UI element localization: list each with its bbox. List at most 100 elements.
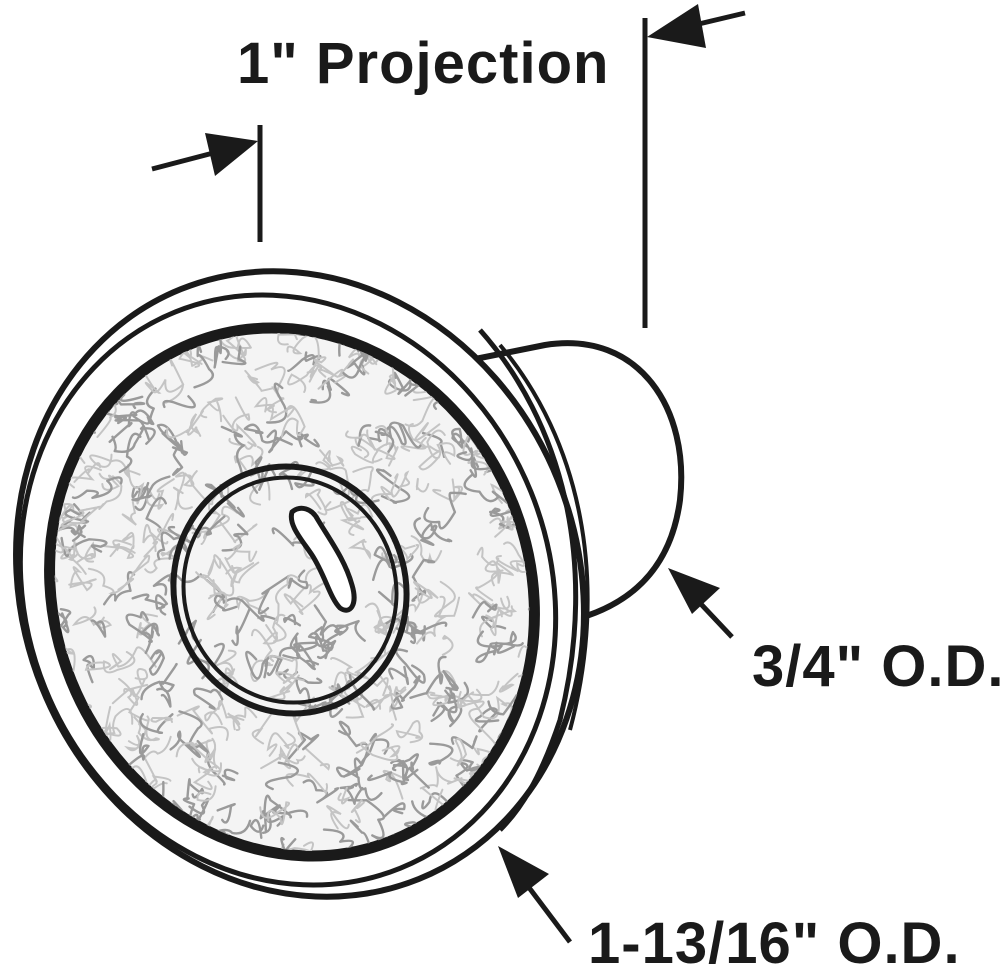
felt-fiber	[382, 769, 404, 800]
felt-fiber	[89, 453, 141, 480]
felt-fiber	[353, 732, 390, 777]
felt-fiber	[63, 842, 105, 872]
cap-face	[17, 292, 559, 888]
felt-fiber	[250, 659, 271, 682]
felt-fiber	[479, 603, 513, 638]
felt-fiber	[523, 286, 560, 317]
center-slot	[288, 505, 357, 613]
felt-fiber	[68, 566, 97, 592]
felt-fiber	[390, 470, 411, 498]
felt-fiber	[450, 735, 478, 750]
felt-fiber	[347, 538, 372, 560]
felt-fiber	[227, 712, 245, 731]
felt-fiber	[467, 592, 511, 610]
felt-fiber	[200, 505, 239, 545]
felt-fiber	[268, 654, 298, 684]
felt-fiber	[96, 400, 117, 438]
felt-fiber	[9, 798, 45, 835]
felt-fiber	[211, 597, 279, 622]
felt-fiber	[418, 429, 446, 471]
felt-fiber	[243, 423, 293, 446]
felt-fiber	[339, 782, 364, 805]
felt-fiber	[371, 425, 396, 463]
felt-fiber	[263, 794, 293, 819]
felt-fiber	[169, 730, 202, 759]
felt-fiber	[410, 621, 448, 645]
felt-fiber	[476, 546, 500, 566]
felt-fiber	[98, 472, 121, 491]
felt-fiber	[45, 816, 67, 847]
felt-fiber	[413, 517, 438, 540]
felt-fiber	[273, 574, 299, 643]
felt-fiber	[187, 413, 202, 437]
felt-fiber	[420, 522, 453, 547]
felt-fiber	[476, 630, 517, 654]
center-hub	[170, 463, 410, 717]
felt-fiber	[414, 422, 441, 442]
felt-fiber	[370, 486, 395, 502]
felt-fiber	[156, 525, 193, 561]
felt-fiber	[294, 469, 315, 489]
felt-fiber	[65, 789, 81, 803]
felt-fiber	[306, 356, 334, 378]
felt-fiber	[98, 475, 123, 510]
felt-fiber	[148, 649, 165, 676]
felt-fiber	[84, 541, 97, 563]
felt-fiber	[339, 517, 365, 531]
felt-fiber	[172, 486, 193, 510]
felt-fiber	[219, 521, 258, 544]
felt-fiber	[359, 741, 399, 762]
felt-fiber	[287, 569, 309, 590]
felt-fiber	[357, 424, 372, 447]
felt-fiber	[213, 554, 255, 588]
felt-fiber	[432, 478, 464, 503]
felt-fiber	[204, 675, 239, 726]
felt-fiber	[521, 301, 539, 325]
felt-fiber	[192, 687, 224, 710]
felt-fiber	[490, 561, 514, 587]
felt-fiber	[349, 819, 371, 848]
felt-fiber	[257, 575, 290, 615]
felt-fiber	[111, 425, 156, 454]
felt-fiber	[302, 779, 340, 804]
felt-fiber	[247, 375, 260, 385]
felt-fiber	[283, 613, 302, 627]
felt-fiber	[266, 382, 288, 424]
felt-fiber	[434, 580, 456, 618]
felt-fiber	[289, 590, 321, 616]
felt-fiber	[71, 606, 113, 629]
felt-fiber	[485, 608, 503, 637]
felt-fiber	[23, 769, 44, 789]
felt-fiber	[354, 436, 399, 467]
felt-fiber	[430, 701, 449, 723]
felt-fiber	[304, 488, 328, 516]
felt-fiber	[390, 675, 421, 710]
felt-fiber	[498, 516, 523, 531]
felt-fiber	[551, 828, 562, 846]
felt-fiber	[204, 483, 245, 518]
felt-fiber	[317, 368, 348, 384]
felt-fiber	[144, 557, 175, 574]
arrow-icon	[151, 133, 258, 176]
felt-fiber	[498, 672, 519, 693]
felt-fiber	[451, 427, 480, 468]
felt-fiber	[47, 313, 74, 329]
felt-fiber	[350, 799, 365, 824]
felt-fiber	[139, 713, 174, 735]
felt-fiber	[132, 387, 157, 426]
felt-fiber	[175, 741, 222, 773]
projection-label: 1" Projection	[237, 31, 609, 96]
felt-fiber	[196, 785, 217, 802]
felt-fiber	[24, 807, 67, 834]
felt-fiber	[260, 743, 299, 770]
felt-fiber	[388, 665, 410, 686]
felt-fiber	[200, 397, 224, 423]
felt-fiber	[500, 597, 518, 613]
felt-fiber	[231, 608, 251, 647]
felt-fiber	[45, 769, 73, 781]
felt-fiber	[112, 855, 144, 878]
felt-fiber	[62, 780, 86, 815]
felt-fiber	[416, 596, 461, 645]
felt-fiber	[231, 396, 251, 432]
felt-fiber	[87, 567, 129, 595]
